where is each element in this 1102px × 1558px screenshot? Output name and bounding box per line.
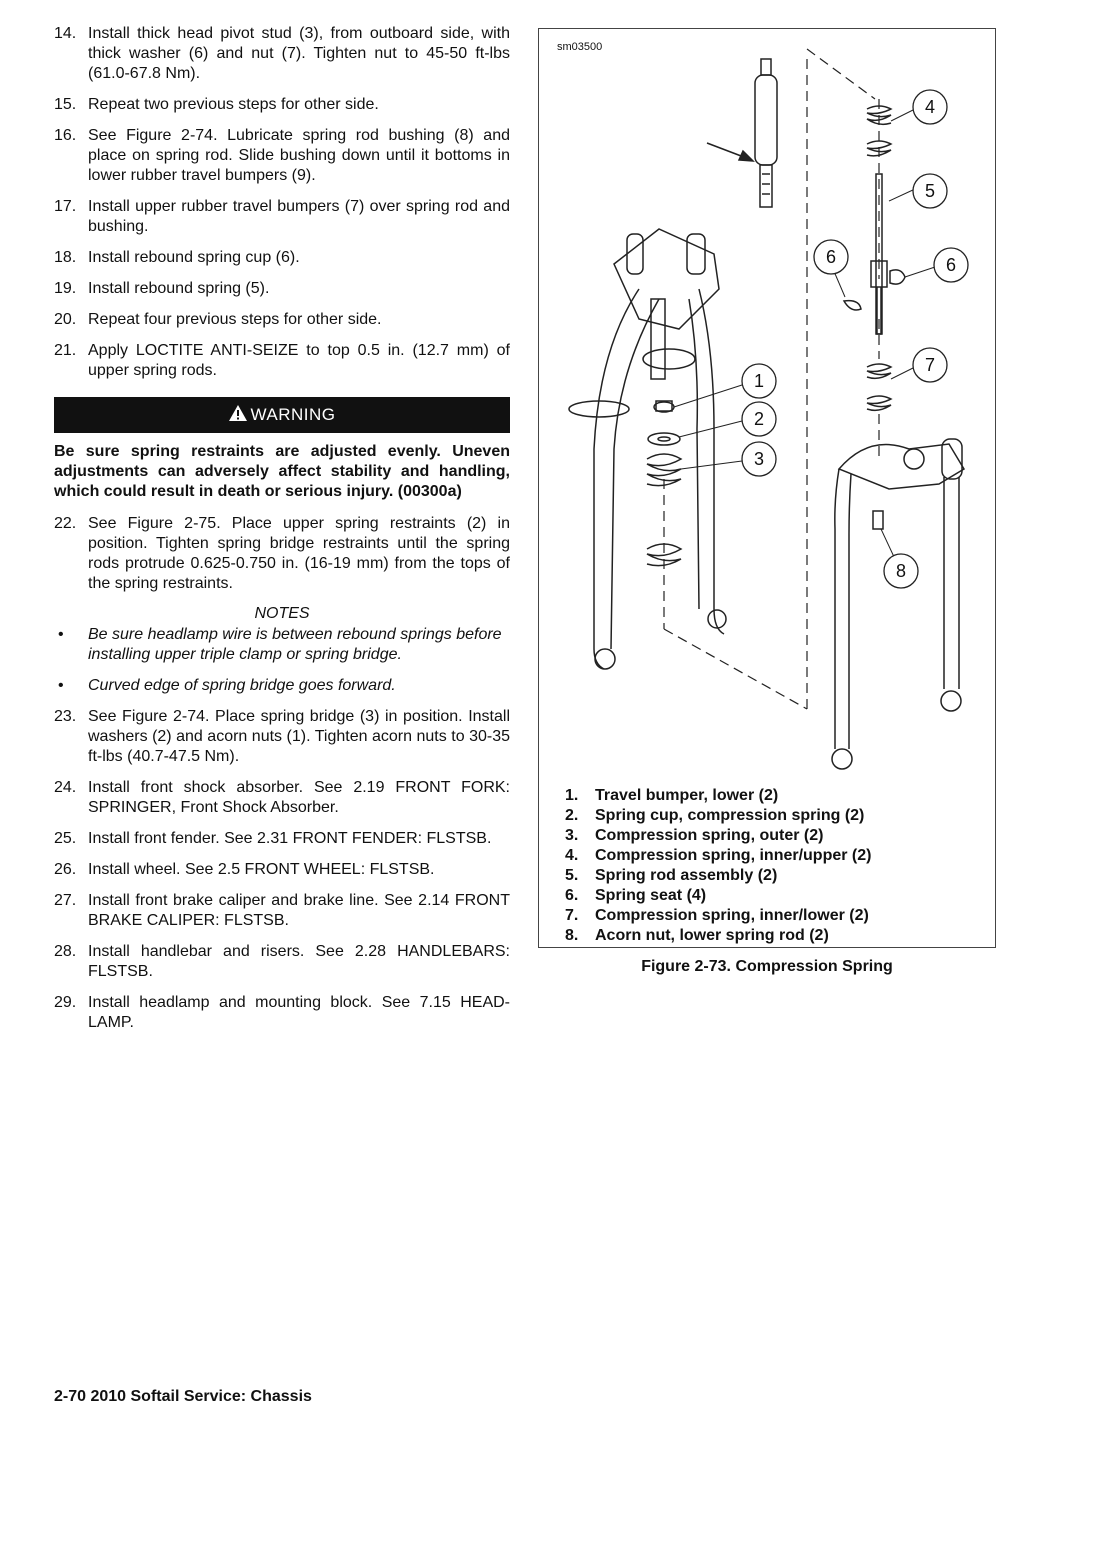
step-23: 23.See Figure 2-74. Place spring bridge … [54,708,510,765]
assembly-guide-lines [663,48,880,710]
callout-6-left-label: 6 [826,247,836,267]
callout-leaders [673,108,936,560]
steps-group-a: 14.Install thick head pivot stud (3), fr… [54,24,510,381]
notes-title: NOTES [254,605,310,622]
warning-banner: WARNING [54,397,510,433]
note-item: •Curved edge of spring bridge goes forwa… [54,676,510,696]
instructions-column: 14.Install thick head pivot stud (3), fr… [54,24,510,1044]
note-item: •Be sure headlamp wire is between reboun… [54,625,510,665]
bullet-icon: • [58,677,64,694]
step-26: 26.Install wheel. See 2.5 FRONT WHEEL: F… [54,861,435,878]
warning-label: WARNING [250,405,336,424]
spring-stack-right [842,105,906,412]
step-14: 14.Install thick head pivot stud (3), fr… [54,25,510,82]
figure-code: sm03500 [557,41,603,53]
step-21: 21.Apply LOCTITE ANTI-SEIZE to top 0.5 i… [54,342,510,379]
callout-2 [741,401,777,437]
step-25: 25.Install front fender. See 2.31 FRONT … [54,830,492,847]
callout-6-left [813,239,849,275]
callout-3-label: 3 [754,449,764,469]
step-28: 28.Install handlebar and risers. See 2.2… [54,943,510,980]
figure-caption: Figure 2-73. Compression Spring [641,958,893,975]
legend-item: 2.Spring cup, compression spring (2) [565,807,865,824]
callout-8 [883,553,919,589]
step-15: 15.Repeat two previous steps for other s… [54,96,379,113]
callout-7-label: 7 [925,355,935,375]
bullet-icon: • [58,626,64,643]
step-20: 20.Repeat four previous steps for other … [54,311,382,328]
callout-1 [741,363,777,399]
callout-8-label: 8 [896,561,906,581]
step-22: 22.See Figure 2-75. Place upper spring r… [54,515,510,592]
figure-frame: sm03500 [538,28,996,948]
step-17: 17.Install upper rubber travel bumpers (… [54,198,510,235]
callout-markers: 1 2 3 4 5 6 6 7 8 [741,89,969,589]
callout-3 [741,441,777,477]
legend-item: 5.Spring rod assembly (2) [565,867,778,884]
callout-5-label: 5 [925,181,935,201]
step-27: 27.Install front brake caliper and brake… [54,892,510,929]
warning-text: Be sure spring restraints are adjusted e… [54,443,510,500]
legend-item: 4.Compression spring, inner/upper (2) [565,847,872,864]
legend-item: 6.Spring seat (4) [565,887,707,904]
legend-item: 8.Acorn nut, lower spring rod (2) [565,927,829,944]
callout-7 [912,347,948,383]
warning-triangle-icon [228,404,248,427]
pivot-stud [706,58,778,208]
spring-bridge-right [831,438,966,770]
step-19: 19.Install rebound spring (5). [54,280,270,297]
step-24: 24.Install front shock absorber. See 2.1… [54,779,510,816]
callout-4-label: 4 [925,97,935,117]
callout-5 [912,173,948,209]
legend-item: 7.Compression spring, inner/lower (2) [565,907,869,924]
step-29: 29.Install headlamp and mounting block. … [54,994,510,1031]
step-16: 16.See Figure 2-74. Lubricate spring rod… [54,127,510,184]
callout-1-label: 1 [754,371,764,391]
callout-2-label: 2 [754,409,764,429]
callout-6-right [933,247,969,283]
legend-item: 1.Travel bumper, lower (2) [565,787,779,804]
callout-6-right-label: 6 [946,255,956,275]
steps-group-b: 23.See Figure 2-74. Place spring bridge … [54,707,510,1033]
springer-fork-left [568,228,727,670]
page-footer: 2-70 2010 Softail Service: Chassis [54,1388,312,1405]
callout-4 [912,89,948,125]
legend-item: 3.Compression spring, outer (2) [565,827,824,844]
figure-legend: 1.Travel bumper, lower (2) 2.Spring cup,… [565,786,985,946]
step-18: 18.Install rebound spring cup (6). [54,249,300,266]
exploded-view-illustration [568,48,966,770]
